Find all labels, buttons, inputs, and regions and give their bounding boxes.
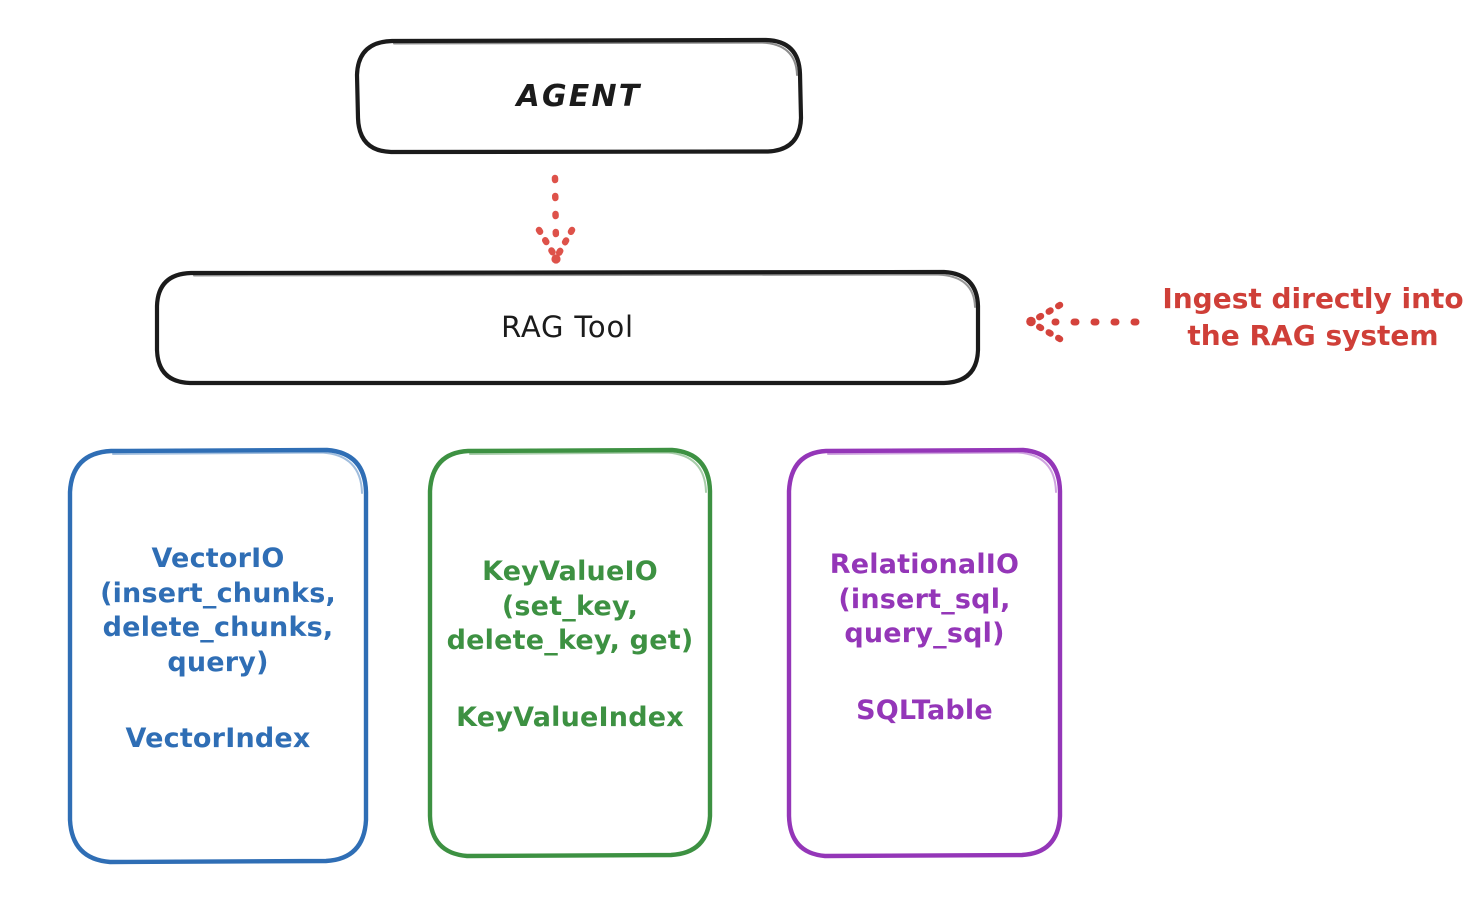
vector-io-node-label: VectorIO (insert_chunks, delete_chunks, …: [70, 450, 366, 862]
ingest-annotation-label: Ingest directly into the RAG system: [1162, 282, 1464, 352]
key-value-io-methods: KeyValueIO (set_key, delete_key, get): [446, 556, 694, 657]
vector-io-index: VectorIndex: [125, 723, 311, 755]
rag-tool-node-label: RAG Tool: [501, 309, 634, 344]
relational-io-node-label: RelationalIO (insert_sql, query_sql) SQL…: [789, 450, 1060, 855]
ingest-arrow: [1026, 301, 1140, 343]
agent-to-rag-tool-arrow: [535, 174, 576, 264]
key-value-io-node-label: KeyValueIO (set_key, delete_key, get) Ke…: [430, 450, 710, 855]
key-value-io-index: KeyValueIndex: [456, 701, 684, 733]
agent-node-label: AGENT: [516, 78, 642, 114]
vector-io-methods: VectorIO (insert_chunks, delete_chunks, …: [100, 543, 336, 678]
relational-io-index: SQLTable: [856, 694, 993, 726]
relational-io-methods: RelationalIO (insert_sql, query_sql): [829, 549, 1020, 650]
